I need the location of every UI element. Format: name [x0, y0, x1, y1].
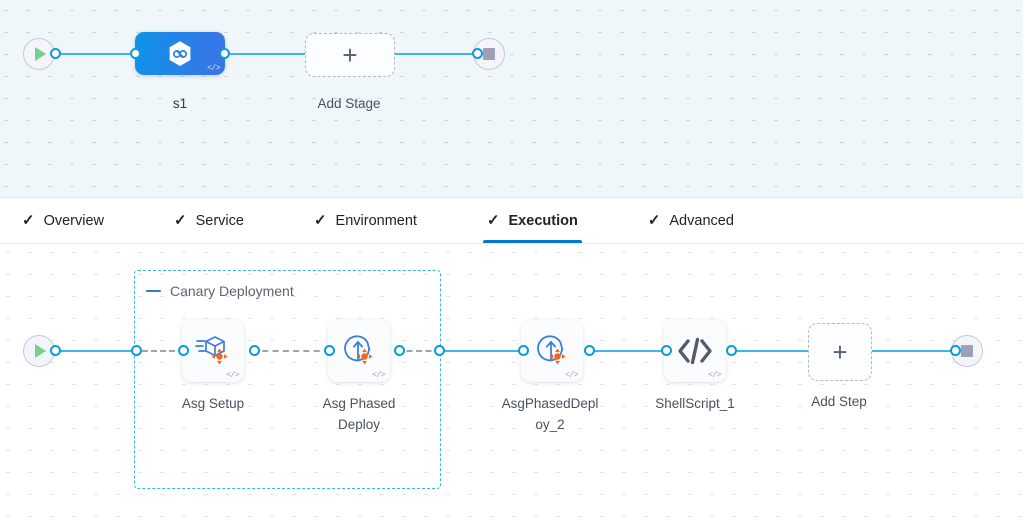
port-s1-out[interactable]	[219, 48, 230, 59]
port-group-in[interactable]	[131, 345, 142, 356]
connector-start-to-group	[55, 350, 139, 352]
asg-setup-package-icon	[195, 336, 228, 365]
check-icon: ✓	[647, 212, 661, 229]
port-exec-start-out[interactable]	[50, 345, 61, 356]
port-asgphaseddeploy2-in[interactable]	[518, 345, 529, 356]
step-group-header[interactable]: Canary Deployment	[146, 283, 294, 299]
tab-overview[interactable]: ✓ Overview	[22, 198, 126, 243]
stage-node-s1[interactable]: </>	[135, 32, 225, 75]
tab-advanced-label: Advanced	[669, 212, 734, 229]
port-start-out[interactable]	[50, 48, 61, 59]
stage-tabbar: ✓ Overview ✓ Service ✓ Environment ✓ Exe…	[0, 197, 1023, 244]
plus-icon: +	[832, 337, 848, 367]
check-icon: ✓	[486, 212, 500, 229]
pipeline-start-node[interactable]	[23, 38, 55, 70]
step-label-shellscript-1: ShellScript_1	[655, 396, 735, 411]
port-s1-in[interactable]	[130, 48, 141, 59]
port-asg-phased-deploy-in[interactable]	[324, 345, 335, 356]
check-icon: ✓	[313, 212, 327, 229]
step-yaml-badge: </>	[565, 371, 578, 380]
stage-yaml-badge: </>	[207, 64, 220, 73]
asg-phased-deploy-icon	[537, 335, 566, 365]
connector-shellscript-to-add-step	[730, 350, 812, 352]
step-yaml-badge: </>	[372, 371, 385, 380]
check-icon: ✓	[22, 212, 35, 229]
add-stage-button[interactable]: +	[305, 33, 395, 77]
stage-canvas[interactable]: </> s1 + Add Stage	[0, 0, 1023, 197]
play-icon	[35, 47, 46, 61]
step-node-asg-setup[interactable]: </>	[182, 320, 244, 382]
step-yaml-badge: </>	[708, 371, 721, 380]
tab-execution[interactable]: ✓ Execution	[482, 198, 600, 243]
port-end-in[interactable]	[472, 48, 483, 59]
plus-icon: +	[342, 40, 358, 70]
step-yaml-badge: </>	[226, 371, 239, 380]
connector-asg-phased-deploy-to-group-out	[397, 350, 441, 352]
port-asg-phased-deploy-out[interactable]	[394, 345, 405, 356]
port-group-out[interactable]	[434, 345, 445, 356]
port-shellscript-in[interactable]	[661, 345, 672, 356]
connector-group-in-to-asg-setup	[142, 350, 184, 352]
stage-canvas-layer: </> s1 + Add Stage	[0, 0, 1023, 197]
execution-steps-canvas[interactable]: Canary Deployment	[0, 244, 1023, 521]
connector-add-stage-to-end	[392, 53, 477, 55]
port-asg-setup-out[interactable]	[249, 345, 260, 356]
shell-script-code-icon	[678, 337, 712, 365]
step-group-canary-deployment[interactable]	[134, 270, 441, 489]
add-step-button[interactable]: +	[808, 323, 872, 381]
tab-execution-label: Execution	[508, 212, 578, 229]
connector-asgphaseddeploy2-to-shellscript	[588, 350, 668, 352]
port-asgphaseddeploy2-out[interactable]	[584, 345, 595, 356]
steps-canvas-layer: Canary Deployment	[0, 244, 1023, 521]
step-label-asg-setup: Asg Setup	[181, 396, 245, 411]
minus-icon[interactable]	[146, 289, 161, 293]
check-icon: ✓	[174, 212, 187, 229]
stop-icon	[483, 48, 495, 60]
add-step-label: Add Step	[811, 394, 867, 409]
asg-phased-deploy-icon	[344, 335, 373, 365]
step-node-asg-phased-deploy[interactable]: </>	[328, 320, 390, 382]
port-asg-setup-in[interactable]	[178, 345, 189, 356]
connector-s1-to-add-stage	[224, 53, 306, 55]
step-node-shellscript-1[interactable]: </>	[664, 320, 726, 382]
connector-add-step-to-end	[869, 350, 955, 352]
step-group-title: Canary Deployment	[170, 283, 294, 299]
tab-environment-label: Environment	[335, 212, 417, 229]
step-label-asg-phased-deploy: Asg Phased Deploy	[322, 396, 396, 432]
stage-label-s1: s1	[172, 96, 188, 111]
connector-start-to-s1	[55, 53, 135, 55]
tab-service-label: Service	[195, 212, 244, 229]
step-label-asgphaseddeploy-2: AsgPhasedDepl oy_2	[501, 396, 599, 432]
connector-group-to-asgphaseddeploy2	[441, 350, 525, 352]
connector-asg-setup-to-asg-phased-deploy	[252, 350, 330, 352]
harness-cd-hexagon-icon	[169, 40, 191, 66]
tab-advanced[interactable]: ✓ Advanced	[648, 198, 756, 243]
play-icon	[35, 344, 46, 358]
stop-icon	[961, 345, 973, 357]
port-shellscript-out[interactable]	[726, 345, 737, 356]
tab-overview-label: Overview	[43, 212, 105, 229]
add-stage-label: Add Stage	[317, 96, 381, 111]
tab-service[interactable]: ✓ Service	[174, 198, 266, 243]
port-exec-end-in[interactable]	[950, 345, 961, 356]
step-node-asgphaseddeploy-2[interactable]: </>	[521, 320, 583, 382]
tab-environment[interactable]: ✓ Environment	[314, 198, 439, 243]
active-tab-underline	[482, 240, 582, 243]
